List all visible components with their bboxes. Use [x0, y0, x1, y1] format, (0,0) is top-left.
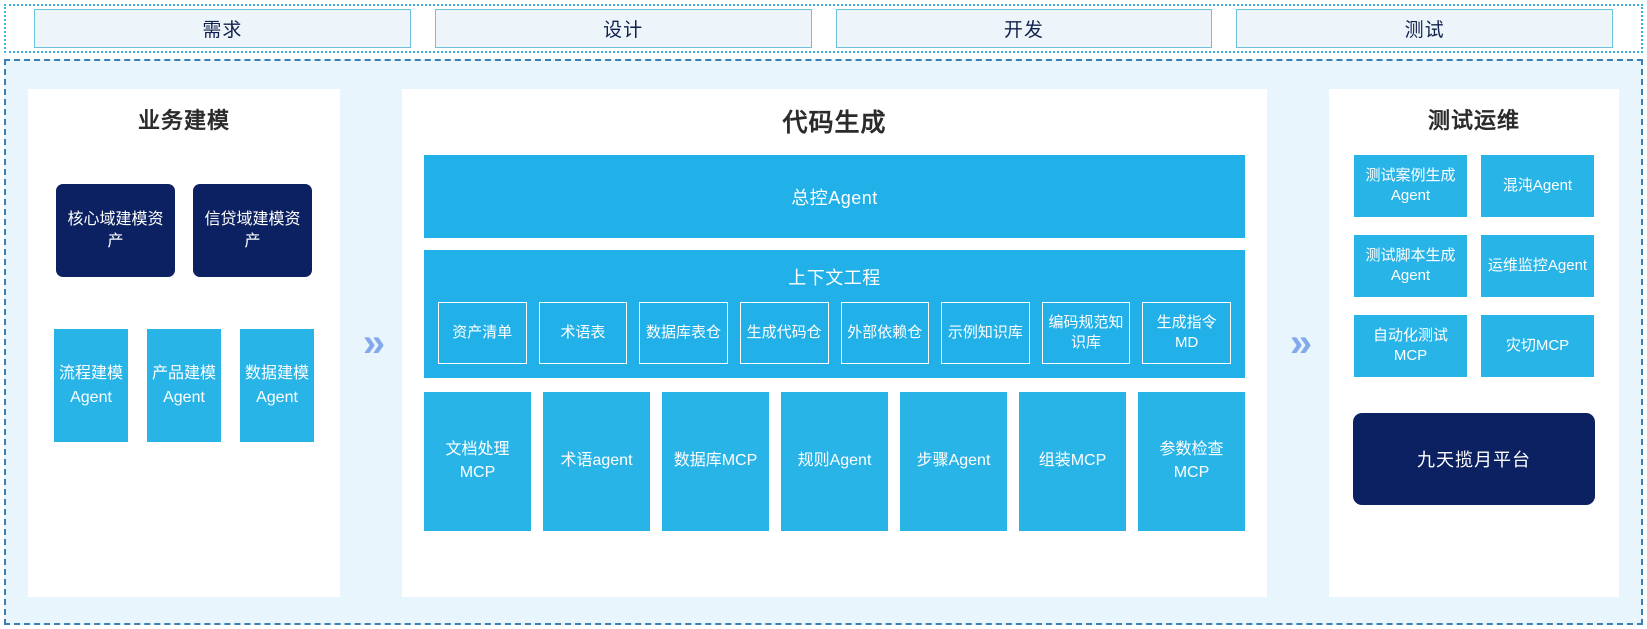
panel-business-modeling: 业务建模 核心域建模资产 信贷域建模资产 流程建模Agent 产品建模Agent… [28, 89, 340, 597]
context-item-label: 生成代码仓 [746, 323, 822, 341]
double-chevron-right-icon: » [1289, 321, 1312, 365]
tool-card-glossary-agent[interactable]: 术语agent [543, 392, 650, 531]
modeling-agent-row: 流程建模Agent 产品建模Agent 数据建模Agent [54, 329, 314, 442]
context-item-label: 编码规范知识库 [1048, 313, 1124, 351]
context-item-glossary[interactable]: 术语表 [538, 302, 628, 364]
platform-card-jiutian-lanyue[interactable]: 九天揽月平台 [1353, 413, 1595, 505]
arrow-gap-left: » [340, 89, 402, 597]
panel-test-operations: 测试运维 测试案例生成Agent 混沌Agent 测试脚本生成Agent 运维监… [1329, 89, 1619, 597]
code-generation-content: 总控Agent 上下文工程 资产清单 术语表 数据库表仓 生成代码仓 外部依赖仓… [402, 143, 1267, 543]
card-label: 测试脚本生成Agent [1365, 246, 1456, 284]
context-item-generation-instruction-md[interactable]: 生成指令MD [1142, 302, 1231, 364]
card-label: 自动化测试MCP [1372, 326, 1448, 364]
tool-card-label: 术语agent [560, 452, 633, 470]
context-item-label: 数据库表仓 [646, 323, 722, 341]
tool-card-label: 步骤Agent [916, 452, 991, 470]
card-label: 灾切MCP [1505, 336, 1570, 354]
panel-title-code-generation: 代码生成 [782, 109, 887, 137]
tool-card-grid: 文档处理MCP 术语agent 数据库MCP 规则Agent 步骤Agent 组… [424, 392, 1245, 531]
card-chaos-agent[interactable]: 混沌Agent [1481, 155, 1594, 217]
phase-strip: 需求 设计 开发 测试 [4, 4, 1643, 53]
context-item-example-knowledge-base[interactable]: 示例知识库 [941, 302, 1030, 364]
context-item-label: 资产清单 [452, 323, 513, 341]
card-label: 运维监控Agent [1487, 256, 1588, 274]
tool-card-parameter-check-mcp[interactable]: 参数检查MCP [1138, 392, 1245, 531]
context-item-coding-standard-knowledge-base[interactable]: 编码规范知识库 [1041, 302, 1131, 364]
tool-card-label: 参数检查MCP [1159, 441, 1224, 481]
agent-card-label: 数据建模Agent [244, 365, 309, 406]
context-item-label: 示例知识库 [947, 323, 1023, 341]
tool-card-label: 组装MCP [1038, 452, 1107, 470]
phase-box-design[interactable]: 设计 [434, 9, 812, 48]
agent-card-label: 流程建模Agent [58, 365, 123, 406]
context-item-asset-list[interactable]: 资产清单 [438, 302, 527, 364]
context-item-label: 术语表 [560, 323, 606, 341]
platform-card-label: 九天揽月平台 [1417, 450, 1531, 470]
context-engineering-title: 上下文工程 [788, 268, 881, 288]
master-agent-bar[interactable]: 总控Agent [424, 155, 1245, 238]
double-chevron-right-icon: » [362, 321, 385, 365]
phase-box-requirement[interactable]: 需求 [34, 9, 411, 48]
panel-code-generation: 代码生成 总控Agent 上下文工程 资产清单 术语表 数据库表仓 生成代码仓 … [402, 89, 1267, 597]
phase-label: 开发 [1003, 20, 1044, 41]
panel-title-test-operations: 测试运维 [1427, 108, 1520, 133]
context-item-label: 生成指令MD [1156, 313, 1217, 351]
tool-card-document-processing-mcp[interactable]: 文档处理MCP [424, 392, 531, 531]
phase-box-development[interactable]: 开发 [835, 9, 1213, 48]
card-automated-test-mcp[interactable]: 自动化测试MCP [1354, 315, 1467, 377]
tool-card-label: 文档处理MCP [445, 441, 510, 481]
agent-card-product-modeling[interactable]: 产品建模Agent [147, 329, 221, 442]
tool-card-assembly-mcp[interactable]: 组装MCP [1019, 392, 1126, 531]
arrow-gap-right: » [1267, 89, 1329, 597]
tool-card-database-mcp[interactable]: 数据库MCP [662, 392, 769, 531]
asset-card-label: 信贷域建模资产 [204, 210, 301, 250]
tool-card-step-agent[interactable]: 步骤Agent [900, 392, 1007, 531]
card-test-case-generation-agent[interactable]: 测试案例生成Agent [1354, 155, 1467, 217]
context-item-label: 外部依赖仓 [847, 323, 923, 341]
card-ops-monitoring-agent[interactable]: 运维监控Agent [1481, 235, 1594, 297]
phase-box-testing[interactable]: 测试 [1236, 9, 1613, 48]
context-item-generated-code-repo[interactable]: 生成代码仓 [739, 302, 829, 364]
card-label: 混沌Agent [1502, 176, 1573, 194]
tool-card-label: 规则Agent [797, 452, 872, 470]
master-agent-label: 总控Agent [791, 187, 878, 208]
context-engineering-block: 上下文工程 资产清单 术语表 数据库表仓 生成代码仓 外部依赖仓 示例知识库 编… [424, 250, 1245, 378]
card-label: 测试案例生成Agent [1365, 166, 1456, 204]
asset-card-label: 核心域建模资产 [67, 210, 164, 250]
agent-card-process-modeling[interactable]: 流程建模Agent [54, 329, 128, 442]
context-item-external-dependency-repo[interactable]: 外部依赖仓 [840, 302, 930, 364]
context-item-grid: 资产清单 术语表 数据库表仓 生成代码仓 外部依赖仓 示例知识库 编码规范知识库… [438, 302, 1231, 364]
card-disaster-recovery-mcp[interactable]: 灾切MCP [1481, 315, 1594, 377]
main-region: 业务建模 核心域建模资产 信贷域建模资产 流程建模Agent 产品建模Agent… [4, 59, 1643, 625]
asset-card-credit-domain[interactable]: 信贷域建模资产 [193, 184, 312, 277]
agent-card-data-modeling[interactable]: 数据建模Agent [240, 329, 314, 442]
asset-card-row: 核心域建模资产 信贷域建模资产 [56, 184, 312, 277]
agent-card-label: 产品建模Agent [151, 365, 216, 406]
phase-label: 需求 [202, 20, 243, 41]
phase-label: 设计 [603, 20, 644, 41]
tool-card-rule-agent[interactable]: 规则Agent [781, 392, 888, 531]
panel-title-business-modeling: 业务建模 [137, 108, 230, 133]
phase-label: 测试 [1404, 20, 1445, 41]
context-item-db-table-repo[interactable]: 数据库表仓 [639, 302, 728, 364]
test-operations-content: 测试案例生成Agent 混沌Agent 测试脚本生成Agent 运维监控Agen… [1329, 139, 1619, 505]
tool-card-label: 数据库MCP [673, 452, 758, 470]
test-operations-card-grid: 测试案例生成Agent 混沌Agent 测试脚本生成Agent 运维监控Agen… [1354, 155, 1594, 377]
asset-card-core-domain[interactable]: 核心域建模资产 [56, 184, 175, 277]
card-test-script-generation-agent[interactable]: 测试脚本生成Agent [1354, 235, 1467, 297]
